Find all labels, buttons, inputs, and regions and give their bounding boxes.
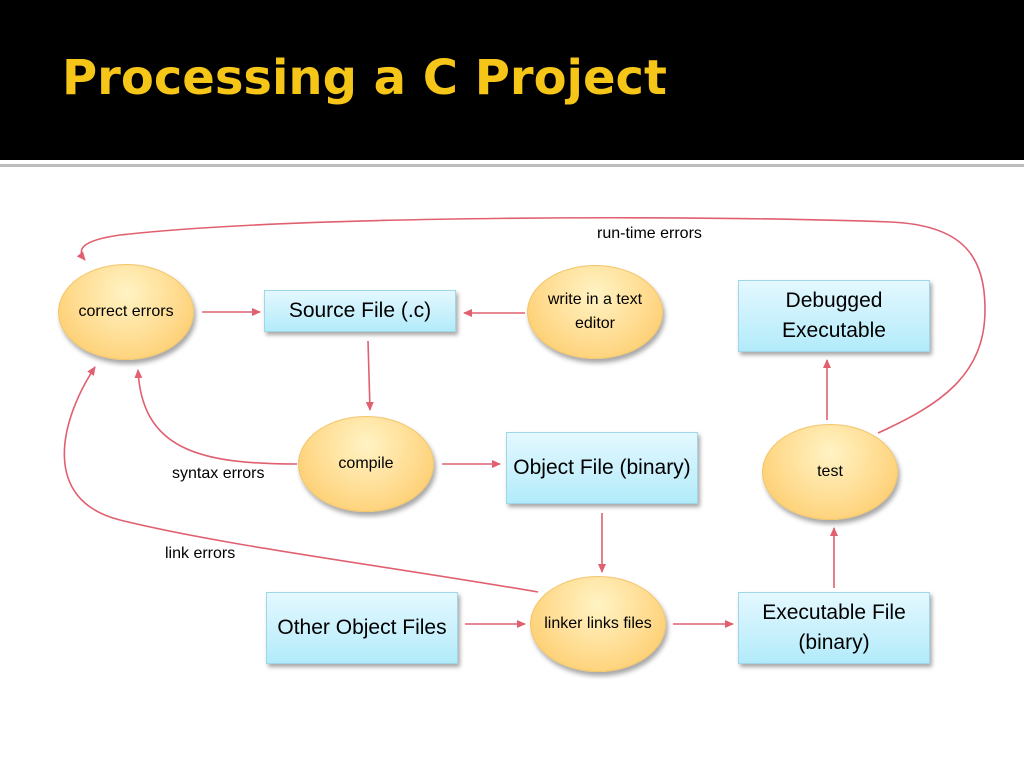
write-editor-node: write in a text editor: [527, 265, 663, 359]
arrow-runtime-errors: [76, 216, 986, 434]
write-editor-label: write in a text editor: [547, 291, 643, 332]
header-rule-gray: [0, 164, 1024, 167]
arrow-link-errors: [63, 366, 539, 593]
correct-errors-node: correct errors: [58, 264, 194, 360]
compile-node: compile: [298, 416, 434, 512]
linker-node: linker links files: [530, 576, 666, 672]
executable-file-label: Executable File (binary): [762, 600, 906, 654]
source-file-label: Source File (.c): [288, 298, 432, 322]
object-file-node: Object File (binary): [506, 432, 698, 504]
linker-label: linker links files: [544, 615, 652, 632]
test-node: test: [762, 424, 898, 520]
correct-errors-label: correct errors: [78, 303, 174, 320]
debugged-executable-label: Debugged Executable: [782, 288, 886, 342]
test-label: test: [817, 463, 843, 480]
source-file-node: Source File (.c): [264, 290, 456, 332]
slide-title: Processing a C Project: [62, 50, 667, 106]
executable-file-node: Executable File (binary): [738, 592, 930, 664]
compile-label: compile: [338, 455, 394, 472]
header-rule-white: [0, 160, 1024, 163]
runtime-errors-label: run-time errors: [597, 225, 702, 242]
header-bar: [0, 0, 1024, 160]
link-errors-label: link errors: [165, 545, 236, 562]
syntax-errors-label: syntax errors: [172, 465, 265, 482]
other-object-files-node: Other Object Files: [266, 592, 458, 664]
debugged-executable-node: Debugged Executable: [738, 280, 930, 352]
arrow-syntax-errors: [134, 369, 298, 465]
object-file-label: Object File (binary): [513, 455, 691, 479]
other-object-files-label: Other Object Files: [277, 615, 447, 639]
arrow-source-to-compile: [365, 340, 374, 411]
